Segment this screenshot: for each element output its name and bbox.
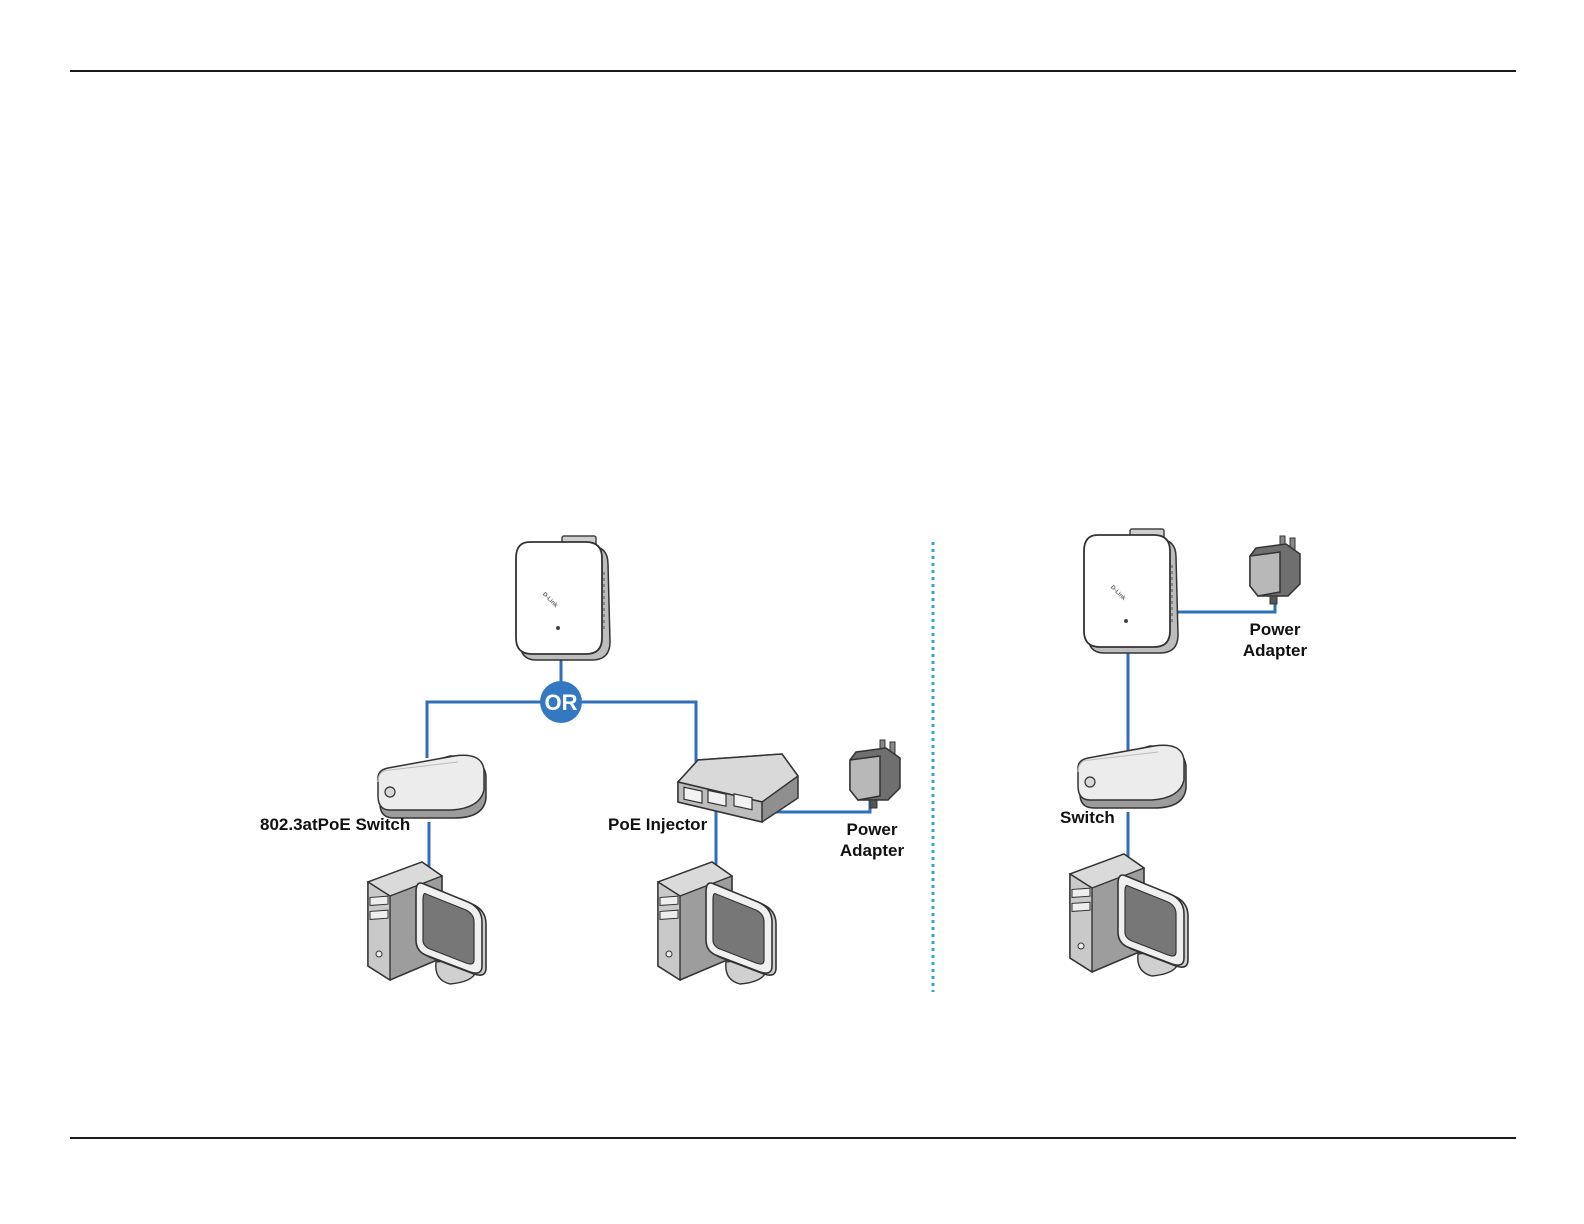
access-point-icon — [516, 536, 610, 660]
or-badge: OR — [540, 681, 582, 723]
cable-lines-left — [427, 652, 870, 870]
power-adapter-label-line1: Power — [1249, 620, 1300, 639]
power-adapter-label-line2: Adapter — [840, 841, 905, 860]
switch-icon — [1078, 745, 1186, 808]
power-adapter-label-line2: Adapter — [1243, 641, 1308, 660]
computer-icon — [658, 862, 776, 984]
power-adapter-icon — [850, 740, 900, 808]
power-adapter-label-line1: Power — [846, 820, 897, 839]
poe-switch-label: 802.3atPoE Switch — [260, 815, 410, 834]
access-point-icon — [1084, 529, 1178, 653]
switch-label: Switch — [1060, 808, 1115, 827]
power-adapter-icon — [1250, 536, 1300, 604]
or-label: OR — [545, 690, 578, 715]
computer-icon — [368, 862, 486, 984]
poe-injector-label: PoE Injector — [608, 815, 708, 834]
poe-switch-icon — [378, 755, 486, 818]
computer-icon — [1070, 854, 1188, 976]
